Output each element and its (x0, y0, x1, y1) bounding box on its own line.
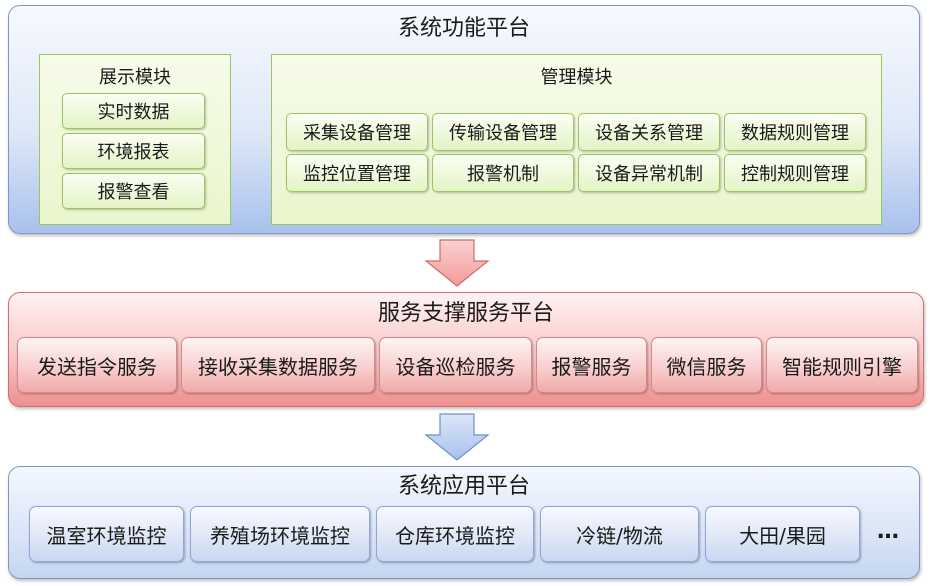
transmission-device-management-button[interactable]: 传输设备管理 (432, 113, 574, 151)
wechat-service-button[interactable]: 微信服务 (651, 337, 762, 393)
service-support-platform: 服务支撑服务平台 发送指令服务 接收采集数据服务 设备巡检服务 报警服务 微信服… (8, 292, 924, 407)
down-arrow-blue-icon (424, 413, 490, 461)
system-application-platform-title: 系统应用平台 (397, 474, 530, 499)
system-function-platform: 系统功能平台 展示模块 实时数据 环境报表 报警查看 管理模块 采集设备管理 传… (8, 5, 920, 234)
environment-report-button[interactable]: 环境报表 (62, 133, 205, 169)
alarm-mechanism-button[interactable]: 报警机制 (432, 154, 574, 192)
more-ellipsis: … (877, 519, 900, 544)
smart-rule-engine-button[interactable]: 智能规则引擎 (766, 337, 918, 393)
control-rule-management-button[interactable]: 控制规则管理 (724, 154, 866, 192)
system-application-platform: 系统应用平台 温室环境监控 养殖场环境监控 仓库环境监控 冷链/物流 大田/果园… (8, 466, 920, 579)
display-module: 展示模块 实时数据 环境报表 报警查看 (39, 54, 231, 225)
send-command-service-button[interactable]: 发送指令服务 (17, 337, 177, 393)
monitor-location-management-button[interactable]: 监控位置管理 (286, 154, 428, 192)
collection-device-management-button[interactable]: 采集设备管理 (286, 113, 428, 151)
farm-monitoring-button[interactable]: 养殖场环境监控 (190, 506, 370, 562)
management-module-title: 管理模块 (540, 67, 613, 88)
data-rule-management-button[interactable]: 数据规则管理 (724, 113, 866, 151)
realtime-data-button[interactable]: 实时数据 (62, 93, 205, 129)
system-function-platform-title: 系统功能平台 (397, 16, 530, 41)
alarm-service-button[interactable]: 报警服务 (536, 337, 647, 393)
down-arrow-red-icon (424, 239, 490, 287)
field-orchard-button[interactable]: 大田/果园 (705, 506, 860, 562)
warehouse-monitoring-button[interactable]: 仓库环境监控 (376, 506, 534, 562)
device-exception-mechanism-button[interactable]: 设备异常机制 (578, 154, 720, 192)
display-module-title: 展示模块 (99, 67, 171, 88)
device-relation-management-button[interactable]: 设备关系管理 (578, 113, 720, 151)
greenhouse-monitoring-button[interactable]: 温室环境监控 (29, 506, 184, 562)
receive-data-service-button[interactable]: 接收采集数据服务 (181, 337, 375, 393)
cold-chain-logistics-button[interactable]: 冷链/物流 (540, 506, 699, 562)
alarm-view-button[interactable]: 报警查看 (62, 173, 205, 209)
management-module: 管理模块 采集设备管理 传输设备管理 设备关系管理 数据规则管理 监控位置管理 … (271, 54, 882, 225)
service-support-platform-title: 服务支撑服务平台 (377, 301, 554, 326)
device-inspection-service-button[interactable]: 设备巡检服务 (379, 337, 532, 393)
